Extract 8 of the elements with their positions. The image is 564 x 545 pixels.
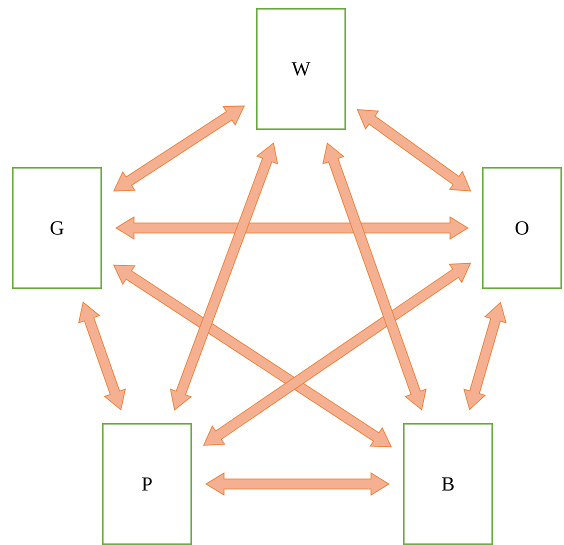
letter-box: B: [403, 422, 493, 545]
double-arrow: [113, 264, 392, 448]
letter-box: W: [256, 8, 346, 130]
letter-box: O: [482, 166, 562, 289]
letter-box: P: [102, 422, 192, 545]
double-arrow: [356, 109, 472, 192]
double-arrow: [113, 106, 245, 192]
letter-box: G: [12, 166, 102, 289]
